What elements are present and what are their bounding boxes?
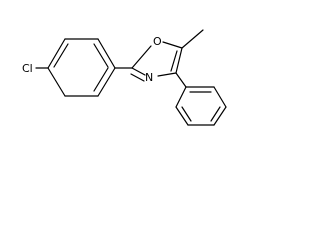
ring-a-bond [47, 67, 66, 97]
n3-c2-bond [131, 67, 146, 76]
ring-a-double-bond [93, 43, 109, 68]
c4-n3-bond [157, 72, 177, 77]
c5-c4-double-bond [170, 50, 178, 72]
ring-b-bond [175, 86, 187, 108]
ring-b-bond [213, 86, 227, 108]
ring-b-double-bond [181, 106, 192, 122]
c4-phenyl-bond [175, 72, 187, 88]
o1-c5-bond [162, 41, 183, 49]
c2-o1-bond [131, 45, 152, 69]
oxygen-atom-label: O [153, 35, 162, 48]
ring-a-bond [47, 38, 66, 69]
ring-b-double-bond [210, 106, 221, 122]
ring-b-bond [175, 106, 189, 126]
chlorine-atom-label: Cl [22, 62, 33, 75]
molecule-structure: Cl O N [22, 29, 227, 126]
phenyl-ring [175, 86, 227, 126]
ring-a-double-bond [93, 67, 109, 92]
n3-c2-double-bond [130, 73, 145, 82]
oxazole-ring [130, 41, 183, 82]
chlorophenyl-ring [47, 38, 116, 97]
c5-c4-bond [175, 47, 183, 74]
ring-a-bond [97, 38, 116, 69]
ring-a-bond [97, 67, 116, 97]
nitrogen-atom-label: N [145, 71, 153, 84]
ring-a-double-bond [53, 43, 69, 68]
methyl-bond [181, 29, 204, 49]
ring-b-bond [213, 106, 227, 126]
